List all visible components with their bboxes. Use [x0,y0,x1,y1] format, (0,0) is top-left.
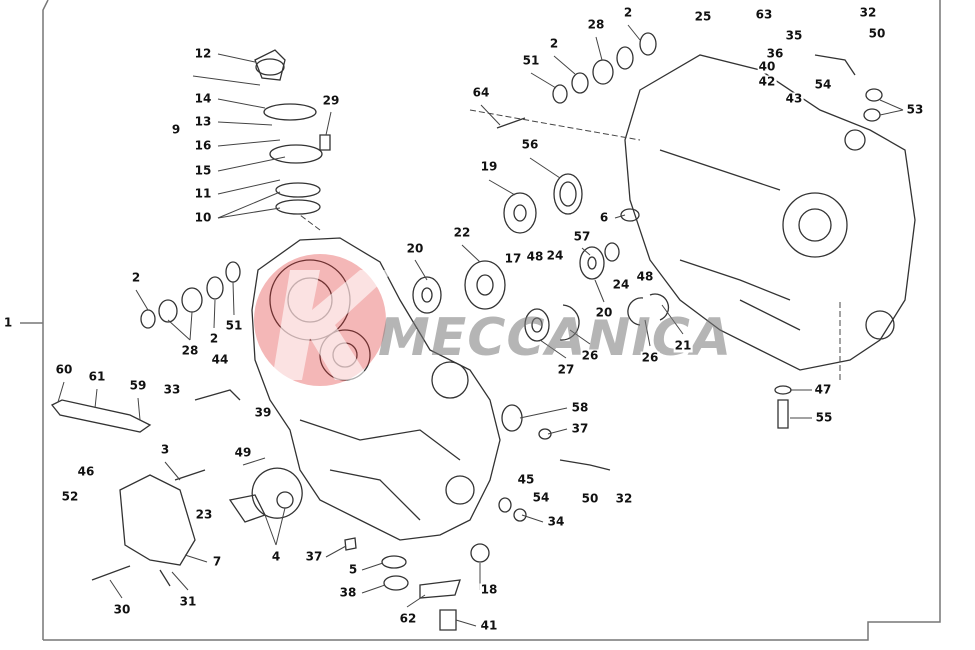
callout-c29[interactable]: 29 [321,93,341,108]
callout-c2a[interactable]: 2 [622,5,634,20]
callout-c52[interactable]: 52 [60,489,80,504]
callout-c6[interactable]: 6 [598,210,610,225]
callout-c15[interactable]: 15 [193,163,213,178]
callout-c39[interactable]: 39 [253,405,273,420]
callout-c2b[interactable]: 2 [548,36,560,51]
callout-c50b[interactable]: 50 [580,491,600,506]
callout-c1[interactable]: 1 [2,315,14,330]
callout-c36[interactable]: 36 [765,46,785,61]
callout-c25[interactable]: 25 [693,9,713,24]
callout-c38[interactable]: 38 [338,585,358,600]
callout-c4[interactable]: 4 [270,549,282,564]
callout-c30[interactable]: 30 [112,602,132,617]
callout-c2c[interactable]: 2 [130,270,142,285]
callout-c32a[interactable]: 32 [858,5,878,20]
callout-c61[interactable]: 61 [87,369,107,384]
callout-c51b[interactable]: 51 [224,318,244,333]
callout-c41[interactable]: 41 [479,618,499,633]
callout-c31[interactable]: 31 [178,594,198,609]
callout-c43[interactable]: 43 [784,91,804,106]
callout-c48b[interactable]: 48 [525,249,545,264]
callout-c59[interactable]: 59 [128,378,148,393]
callout-c50a[interactable]: 50 [867,26,887,41]
callout-c2d[interactable]: 2 [208,331,220,346]
callout-c18[interactable]: 18 [479,582,499,597]
callout-c56[interactable]: 56 [520,137,540,152]
callout-c24a[interactable]: 24 [611,277,631,292]
callout-c45[interactable]: 45 [516,472,536,487]
callout-c19[interactable]: 19 [479,159,499,174]
callout-c54b[interactable]: 54 [531,490,551,505]
callout-c49[interactable]: 49 [233,445,253,460]
callout-c26a[interactable]: 26 [640,350,660,365]
callout-c42[interactable]: 42 [757,74,777,89]
callout-c44[interactable]: 44 [210,352,230,367]
callout-c13[interactable]: 13 [193,114,213,129]
right-crankcase-half [624,54,916,371]
callout-c14[interactable]: 14 [193,91,213,106]
callout-c48a[interactable]: 48 [635,269,655,284]
callout-c64[interactable]: 64 [471,85,491,100]
callout-c58[interactable]: 58 [570,400,590,415]
callout-c37a[interactable]: 37 [304,549,324,564]
callout-c33[interactable]: 33 [162,382,182,397]
left-crankcase-half [251,237,501,541]
callout-c9[interactable]: 9 [170,122,182,137]
callout-c5[interactable]: 5 [347,562,359,577]
callout-c54a[interactable]: 54 [813,77,833,92]
callout-c47[interactable]: 47 [813,382,833,397]
callout-c57[interactable]: 57 [572,229,592,244]
callout-c60[interactable]: 60 [54,362,74,377]
callout-c35[interactable]: 35 [784,28,804,43]
callout-c37b[interactable]: 37 [570,421,590,436]
callout-c24b[interactable]: 24 [545,248,565,263]
callout-c22[interactable]: 22 [452,225,472,240]
callout-c20a[interactable]: 20 [594,305,614,320]
callout-c20b[interactable]: 20 [405,241,425,256]
callout-c34[interactable]: 34 [546,514,566,529]
callout-c32b[interactable]: 32 [614,491,634,506]
callout-c53[interactable]: 53 [905,102,925,117]
callout-c11[interactable]: 11 [193,186,213,201]
callout-c7[interactable]: 7 [211,554,223,569]
frame [20,0,941,641]
callout-c23[interactable]: 23 [194,507,214,522]
callout-c28b[interactable]: 28 [180,343,200,358]
callout-c28a[interactable]: 28 [586,17,606,32]
callout-c40[interactable]: 40 [757,59,777,74]
callout-c51a[interactable]: 51 [521,53,541,68]
callout-c21[interactable]: 21 [673,338,693,353]
callout-c63[interactable]: 63 [754,7,774,22]
callout-c10[interactable]: 10 [193,210,213,225]
callout-c46[interactable]: 46 [76,464,96,479]
callout-c26b[interactable]: 26 [580,348,600,363]
callout-c27[interactable]: 27 [556,362,576,377]
callout-c62[interactable]: 62 [398,611,418,626]
callout-c17[interactable]: 17 [503,251,523,266]
callout-c3[interactable]: 3 [159,442,171,457]
callout-c55[interactable]: 55 [814,410,834,425]
callout-c16[interactable]: 16 [193,138,213,153]
small-parts [50,49,856,631]
callout-c12[interactable]: 12 [193,46,213,61]
leader-lines [57,24,904,627]
